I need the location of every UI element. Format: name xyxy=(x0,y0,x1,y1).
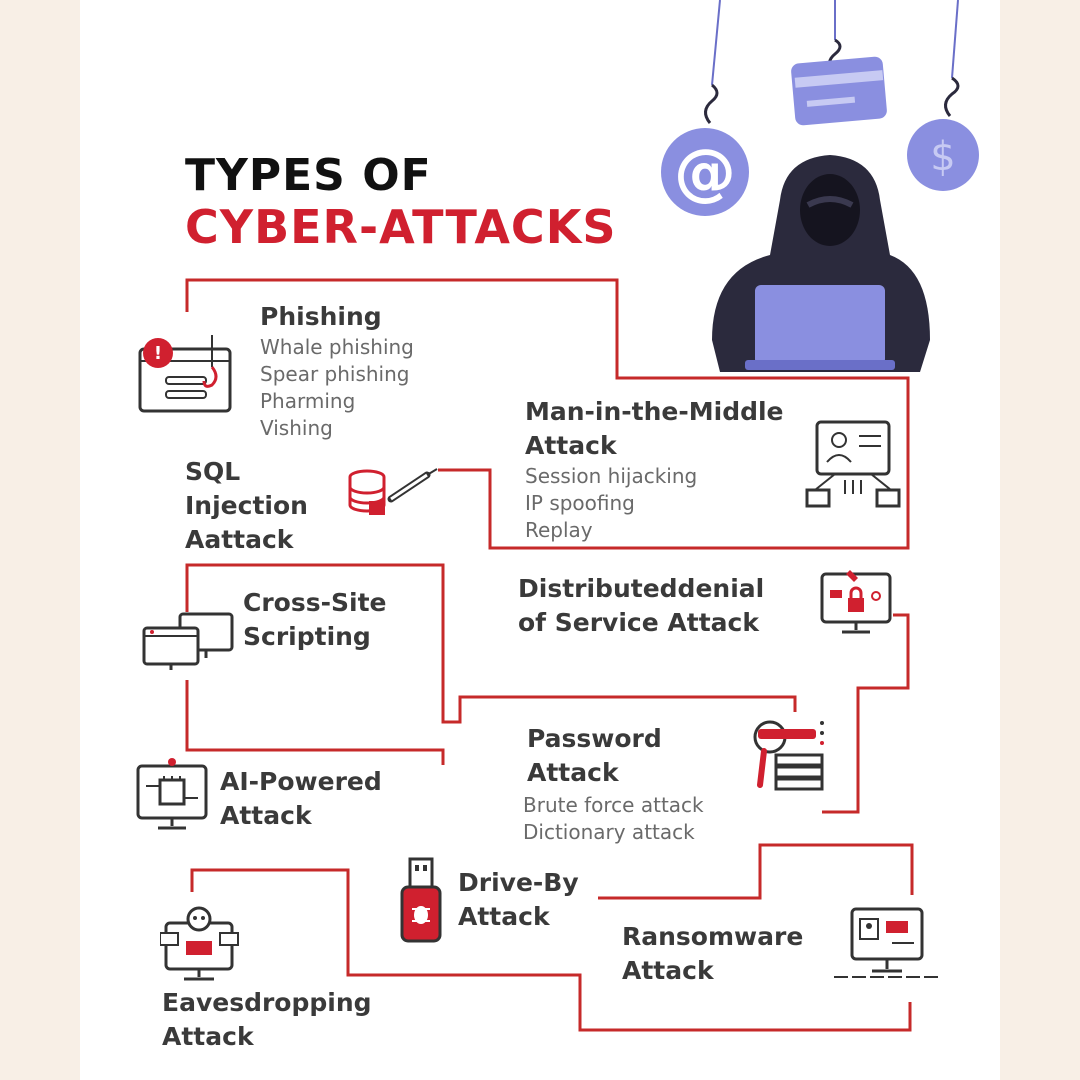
password-block: Password Attack xyxy=(527,722,662,790)
svg-text:!: ! xyxy=(154,343,162,364)
mitm-title-line1: Man-in-the-Middle xyxy=(525,397,784,426)
sql-block: SQL Injection Aattack xyxy=(185,455,308,557)
skull-monitor-icon xyxy=(159,905,240,987)
connector-ai xyxy=(185,680,445,765)
connector-driveby-ransomware xyxy=(598,843,914,900)
ddos-title-line1: Distributeddenial xyxy=(518,574,765,603)
hooked-credit-card-icon xyxy=(791,0,887,126)
mitm-item: IP spoofing xyxy=(525,491,635,515)
phishing-item: Vishing xyxy=(260,416,333,440)
network-interception-icon xyxy=(805,418,901,522)
ddos-block: Distributeddenial of Service Attack xyxy=(518,572,764,640)
phishing-item: Pharming xyxy=(260,389,356,413)
phishing-item: Spear phishing xyxy=(260,362,410,386)
monitor-lock-icon xyxy=(820,570,894,640)
usb-bug-icon xyxy=(400,857,442,949)
ransomware-title-line1: Ransomware xyxy=(622,922,804,951)
ai-chip-monitor-icon xyxy=(136,756,210,834)
phishing-item: Whale phishing xyxy=(260,335,414,359)
svg-text:$: $ xyxy=(930,134,955,180)
password-item: Brute force attack xyxy=(523,793,704,817)
sql-title-line2: Injection xyxy=(185,491,308,520)
xss-title-line1: Cross-Site xyxy=(243,588,387,617)
page-title-line1: TYPES OF xyxy=(185,150,432,201)
phishing-title: Phishing xyxy=(260,302,382,331)
ransomware-block: Ransomware Attack xyxy=(622,920,803,988)
eavesdropping-title-line2: Attack xyxy=(162,1022,254,1051)
password-item: Dictionary attack xyxy=(523,820,695,844)
eavesdropping-title-line1: Eavesdropping xyxy=(162,988,372,1017)
ai-title-line1: AI-Powered xyxy=(220,767,382,796)
hooded-hacker-icon xyxy=(712,155,930,372)
driveby-title-line2: Attack xyxy=(458,902,550,931)
eavesdropping-block: Eavesdropping Attack xyxy=(162,986,372,1054)
connector-ddos-password xyxy=(822,613,910,814)
connector-xss-password xyxy=(185,563,797,724)
driveby-title-line1: Drive-By xyxy=(458,868,579,897)
xss-block: Cross-Site Scripting xyxy=(243,586,386,654)
password-subtypes: Brute force attack Dictionary attack xyxy=(523,792,704,846)
mitm-item: Replay xyxy=(525,518,593,542)
svg-text:@: @ xyxy=(674,135,736,208)
connector-phishing-mitm xyxy=(185,278,910,550)
page-title-line2: CYBER-ATTACKS xyxy=(185,200,617,254)
ransom-computer-icon xyxy=(832,905,942,985)
ai-title-line2: Attack xyxy=(220,801,312,830)
ai-block: AI-Powered Attack xyxy=(220,765,382,833)
database-syringe-icon xyxy=(345,465,440,529)
phishing-email-alert-icon: ! xyxy=(138,333,234,419)
password-title-line1: Password xyxy=(527,724,662,753)
ddos-title-line2: of Service Attack xyxy=(518,608,759,637)
password-title-line2: Attack xyxy=(527,758,619,787)
hooked-email-icon: @ xyxy=(661,0,749,216)
driveby-block: Drive-By Attack xyxy=(458,866,579,934)
mitm-title-line2: Attack xyxy=(525,431,617,460)
monitors-icon xyxy=(140,610,235,676)
mitm-block: Man-in-the-Middle Attack Session hijacki… xyxy=(525,395,784,544)
ransomware-title-line2: Attack xyxy=(622,956,714,985)
connector-eavesdropping-ransomware xyxy=(190,868,912,1032)
sql-title-line3: Aattack xyxy=(185,525,294,554)
mitm-item: Session hijacking xyxy=(525,464,698,488)
xss-title-line2: Scripting xyxy=(243,622,371,651)
phishing-subtypes: Whale phishing Spear phishing Pharming V… xyxy=(260,334,414,442)
hooked-dollar-coin-icon: $ xyxy=(907,0,979,191)
password-search-server-icon xyxy=(752,715,830,795)
sql-title-line1: SQL xyxy=(185,457,241,486)
